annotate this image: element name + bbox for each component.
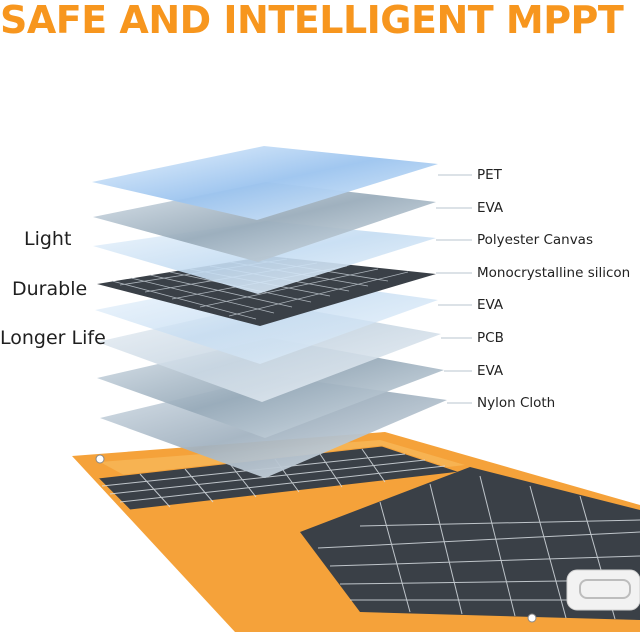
solar-panel-base [72, 432, 640, 632]
grommet-left [96, 455, 104, 463]
layer-label-monocrystalline-silicon: Monocrystalline silicon [477, 265, 630, 281]
feature-label-light: Light [24, 228, 71, 250]
feature-label-durable: Durable [12, 278, 87, 300]
layer-label-polyester-canvas: Polyester Canvas [477, 232, 593, 248]
layer-label-eva-2: EVA [477, 297, 503, 313]
layer-label-eva-1: EVA [477, 200, 503, 216]
leader-lines [436, 175, 472, 403]
layer-label-nylon-cloth: Nylon Cloth [477, 395, 555, 411]
layer-label-pcb: PCB [477, 330, 504, 346]
layer-label-pet: PET [477, 167, 502, 183]
grommet-bottom [528, 614, 536, 622]
feature-label-longer-life: Longer Life [0, 327, 106, 349]
layer-label-eva-3: EVA [477, 363, 503, 379]
